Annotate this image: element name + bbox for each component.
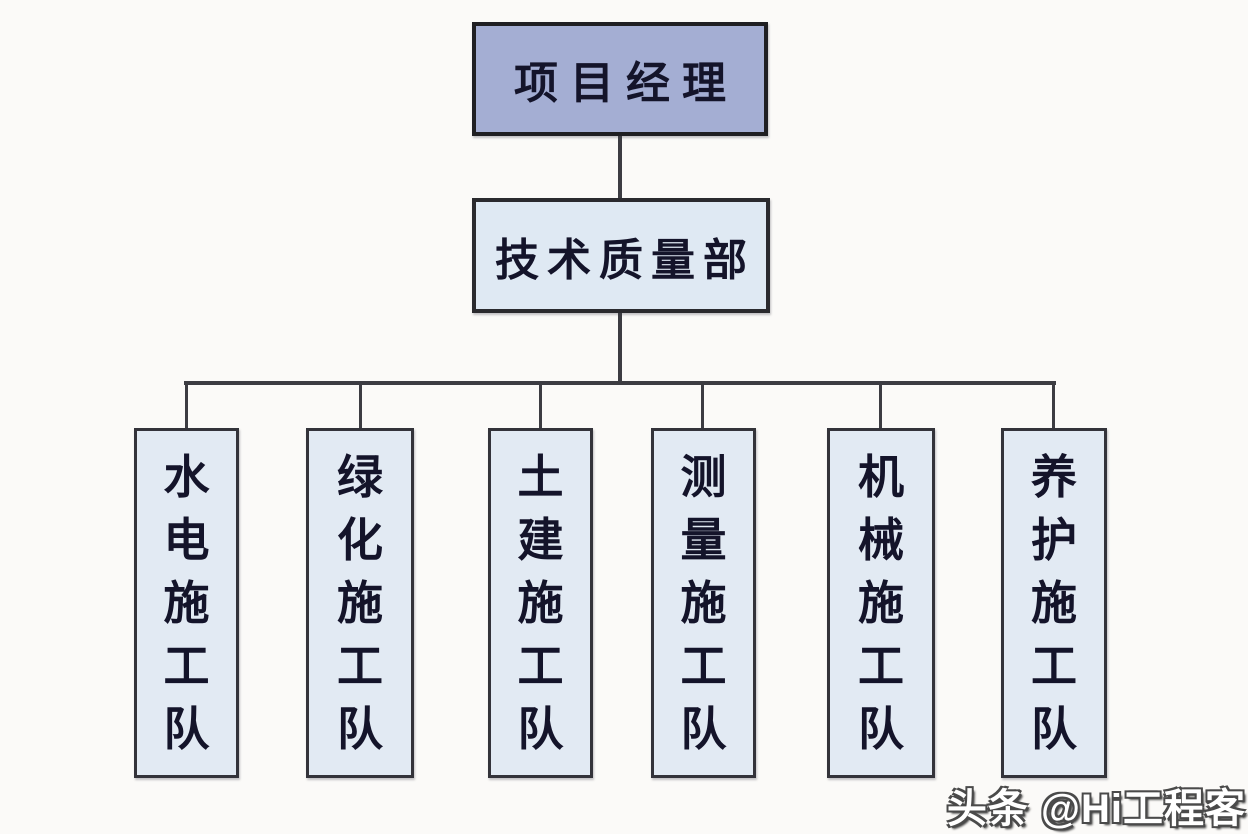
watermark-toutiao: 头条 @Hi工程客 xyxy=(946,787,1246,831)
node-team-machinery: 机械施工队 xyxy=(827,428,935,778)
connector-dept-bus xyxy=(618,313,622,383)
team-label-char: 队 xyxy=(163,702,210,756)
node-team-maintenance: 养护施工队 xyxy=(1001,428,1107,778)
connector-drop-team-4 xyxy=(701,383,704,428)
connector-root-dept xyxy=(618,136,622,198)
node-team-surveying: 测量施工队 xyxy=(651,428,756,778)
team-label-char: 队 xyxy=(337,702,383,756)
node-project-manager: 项目经理 xyxy=(472,22,768,136)
team-label-char: 测 xyxy=(680,450,727,504)
team-label-char: 施 xyxy=(858,576,904,630)
team-label-char: 施 xyxy=(680,576,727,630)
team-label-char: 施 xyxy=(1031,576,1077,630)
team-label-char: 量 xyxy=(680,513,727,567)
team-label-char: 工 xyxy=(337,639,383,693)
connector-drop-team-1 xyxy=(185,383,188,428)
node-team-water-electric: 水电施工队 xyxy=(134,428,239,778)
node-team-greening: 绿化施工队 xyxy=(306,428,414,778)
team-label-char: 施 xyxy=(163,576,210,630)
team-label-char: 化 xyxy=(337,513,383,567)
team-label-char: 工 xyxy=(517,639,564,693)
node-tech-quality-dept: 技术质量部 xyxy=(472,198,770,313)
team-label-char: 队 xyxy=(858,702,904,756)
team-label-char: 工 xyxy=(680,639,727,693)
connector-horizontal-bus xyxy=(184,381,1056,385)
team-label-char: 队 xyxy=(517,702,564,756)
team-label-char: 水 xyxy=(163,450,210,504)
connector-drop-team-6 xyxy=(1052,383,1055,428)
team-label-char: 土 xyxy=(517,450,564,504)
connector-drop-team-3 xyxy=(539,383,542,428)
team-label-char: 施 xyxy=(517,576,564,630)
team-label-char: 护 xyxy=(1031,513,1077,567)
connector-drop-team-2 xyxy=(359,383,362,428)
team-label-char: 绿 xyxy=(337,450,383,504)
team-label-char: 队 xyxy=(1031,702,1077,756)
team-label-char: 机 xyxy=(858,450,904,504)
connector-drop-team-5 xyxy=(879,383,882,428)
team-label-char: 工 xyxy=(1031,639,1077,693)
team-label-char: 工 xyxy=(163,639,210,693)
team-label-char: 队 xyxy=(680,702,727,756)
team-label-char: 电 xyxy=(163,513,210,567)
team-label-char: 建 xyxy=(517,513,564,567)
team-label-char: 施 xyxy=(337,576,383,630)
team-label-char: 械 xyxy=(858,513,904,567)
team-label-char: 养 xyxy=(1031,450,1077,504)
team-label-char: 工 xyxy=(858,639,904,693)
node-team-civil-construction: 土建施工队 xyxy=(488,428,593,778)
